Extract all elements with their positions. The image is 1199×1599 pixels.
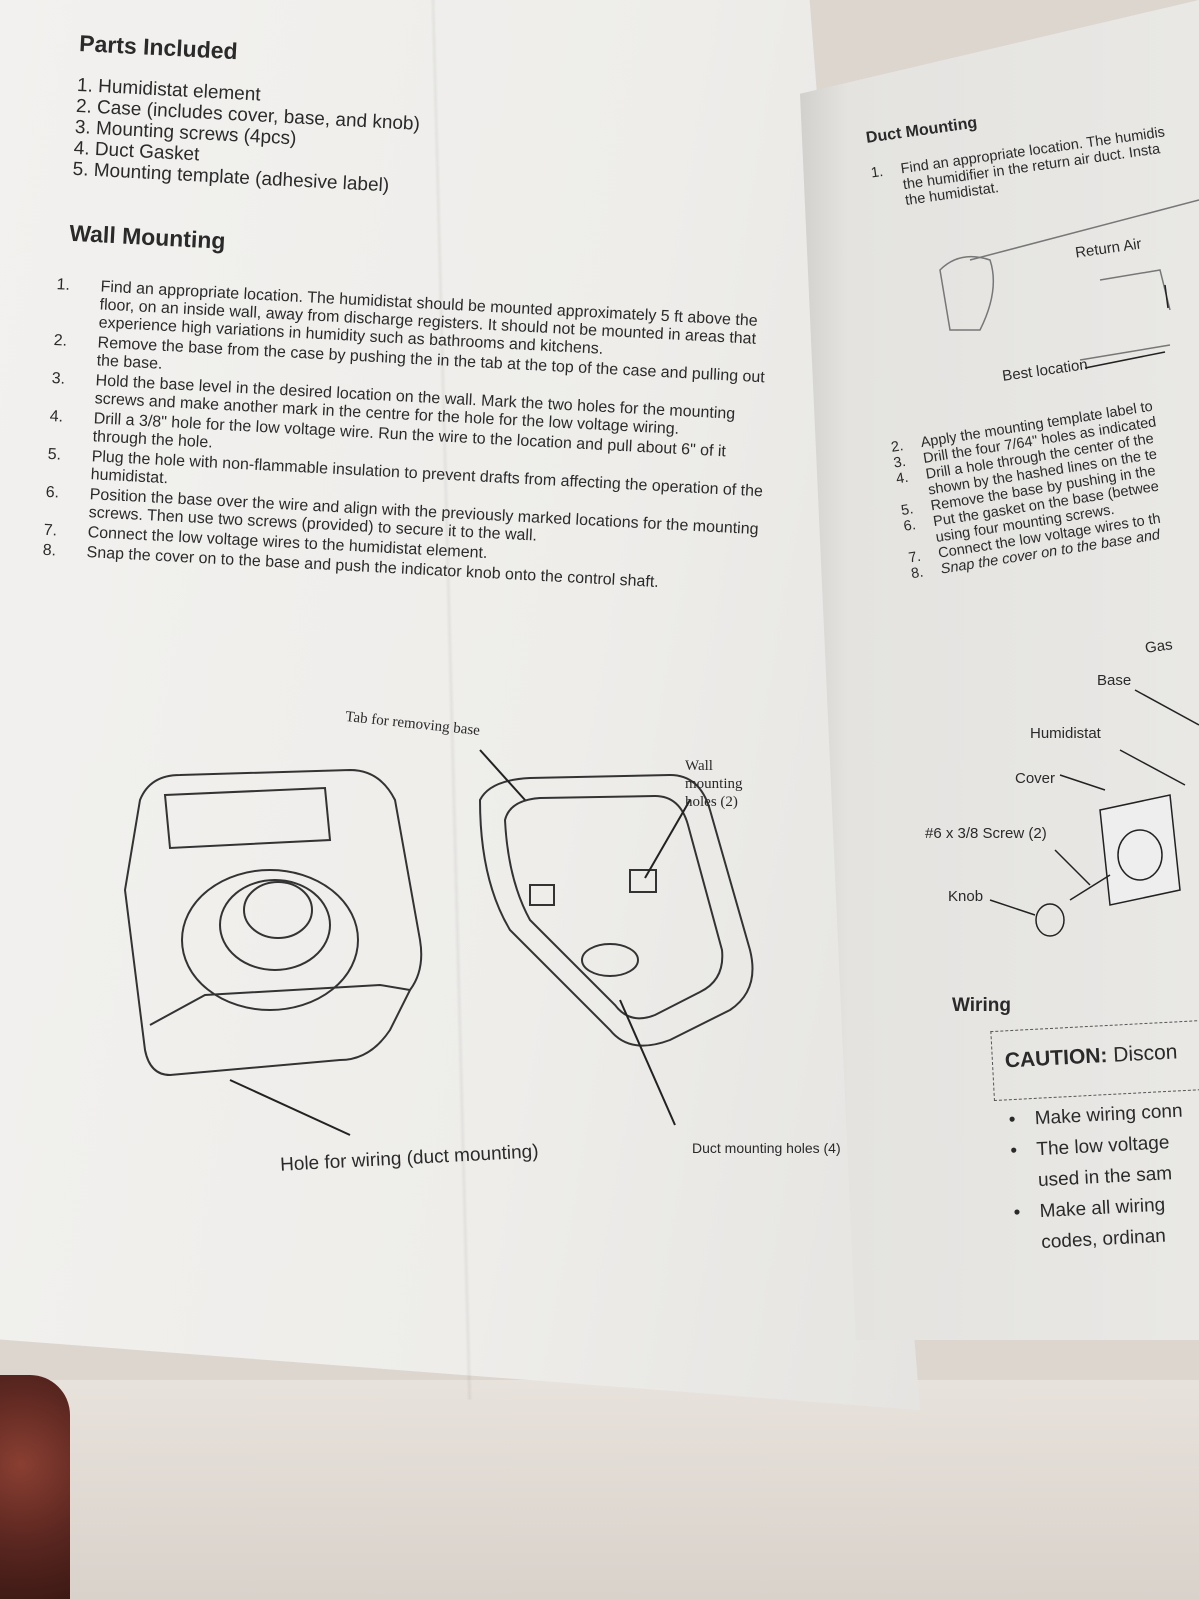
- caution-box: CAUTION: Discon: [990, 1018, 1199, 1102]
- bullet-dot: [1012, 1186, 1038, 1187]
- case-window: [163, 786, 332, 850]
- arrow-base: [1134, 689, 1199, 726]
- duct-line: [1079, 344, 1171, 361]
- arrow-duct-holes: [619, 999, 676, 1126]
- step-number: 3.: [51, 370, 66, 388]
- humidistat-diagram: [123, 749, 754, 1136]
- base-outline: [478, 773, 754, 1047]
- arrow-knob: [989, 899, 1036, 916]
- duct-holes-label: Duct mounting holes (4): [692, 1140, 841, 1156]
- base-inner: [503, 794, 724, 1020]
- wiring-bullets: • Make wiring conn • The low voltage used …: [1008, 1096, 1190, 1260]
- table-surface: [0, 1380, 1199, 1599]
- bullet-dot: [1016, 1248, 1042, 1249]
- fabric-corner: [0, 1375, 70, 1599]
- bullet-text: Make wiring conn: [1034, 1100, 1184, 1130]
- arrow-humidistat: [1119, 749, 1186, 786]
- duct-line: [1099, 269, 1171, 311]
- arrow-tab: [479, 749, 526, 801]
- dial-knob-top: [243, 881, 313, 939]
- humidistat-label: Humidistat: [1030, 725, 1101, 742]
- arrow-hole-wiring: [229, 1079, 351, 1136]
- humidistat-dial: [1117, 829, 1163, 881]
- step-number: 4.: [895, 469, 910, 488]
- humidistat-box: [1099, 794, 1181, 906]
- parts-list: 1. Humidistat element 2. Case (includes …: [72, 75, 797, 218]
- step-number: 7.: [43, 521, 58, 540]
- wall-holes-line: mounting: [685, 776, 743, 792]
- exploded-diagram: [989, 689, 1199, 937]
- case-outline: [123, 768, 423, 1077]
- step-number: 6.: [902, 517, 917, 535]
- caution-label: CAUTION:: [1004, 1044, 1109, 1073]
- wall-steps: 1.Find an appropriate location. The humi…: [42, 276, 786, 598]
- cover-label: Cover: [1015, 770, 1056, 787]
- base-bracket: [529, 884, 555, 906]
- arrow-wall: [644, 799, 691, 879]
- bullet-dot: •: [1009, 1140, 1018, 1162]
- caution-body: Discon: [1112, 1040, 1178, 1067]
- wall-holes-label: Wall mounting holes (2): [685, 757, 743, 811]
- screw-line: [1069, 874, 1111, 901]
- bullet-dot: •: [1013, 1202, 1021, 1224]
- wall-holes-line: holes (2): [685, 794, 738, 810]
- arrow-screw: [1054, 849, 1091, 886]
- dial-knob: [219, 879, 331, 971]
- base-label: Base: [1097, 672, 1132, 689]
- arrow-return-air: [1164, 284, 1169, 309]
- step-number: 5.: [47, 445, 62, 464]
- base-bracket: [629, 869, 657, 893]
- step-number: 1.: [56, 276, 71, 294]
- caution-text: CAUTION: Discon: [1004, 1040, 1178, 1073]
- duct-diagram: [939, 199, 1199, 369]
- bullet-text: Make all wiring: [1039, 1194, 1166, 1223]
- wall-holes-line: Wall: [685, 758, 713, 774]
- left-page-text: Parts Included 1. Humidistat element 2. …: [42, 30, 799, 600]
- bullet-text: used in the sam: [1037, 1163, 1173, 1192]
- case-base-edge: [149, 983, 411, 1026]
- step-number: 4.: [49, 407, 64, 426]
- bullet-dot: •: [1008, 1109, 1017, 1131]
- left-page: [0, 0, 920, 1410]
- wall-title: Wall Mounting: [68, 219, 227, 254]
- right-page: [800, 0, 1199, 1340]
- duct-line: [969, 199, 1199, 261]
- furnace-outline: [939, 255, 995, 331]
- dial-ring: [181, 869, 359, 1011]
- wiring-title: Wiring: [952, 995, 1011, 1016]
- base-hole: [581, 943, 639, 977]
- step-number: 6.: [45, 483, 60, 502]
- step-number: 2.: [53, 332, 68, 350]
- knob-label: Knob: [948, 888, 984, 905]
- arrow-cover: [1059, 774, 1106, 791]
- step-number: 8.: [42, 541, 57, 560]
- screw-label: #6 x 3/8 Screw (2): [925, 825, 1047, 842]
- bullet-text: codes, ordinan: [1040, 1225, 1167, 1254]
- bullet-text: The low voltage: [1035, 1132, 1170, 1161]
- knob-shape: [1035, 903, 1065, 937]
- arrow-best-location: [1084, 351, 1166, 369]
